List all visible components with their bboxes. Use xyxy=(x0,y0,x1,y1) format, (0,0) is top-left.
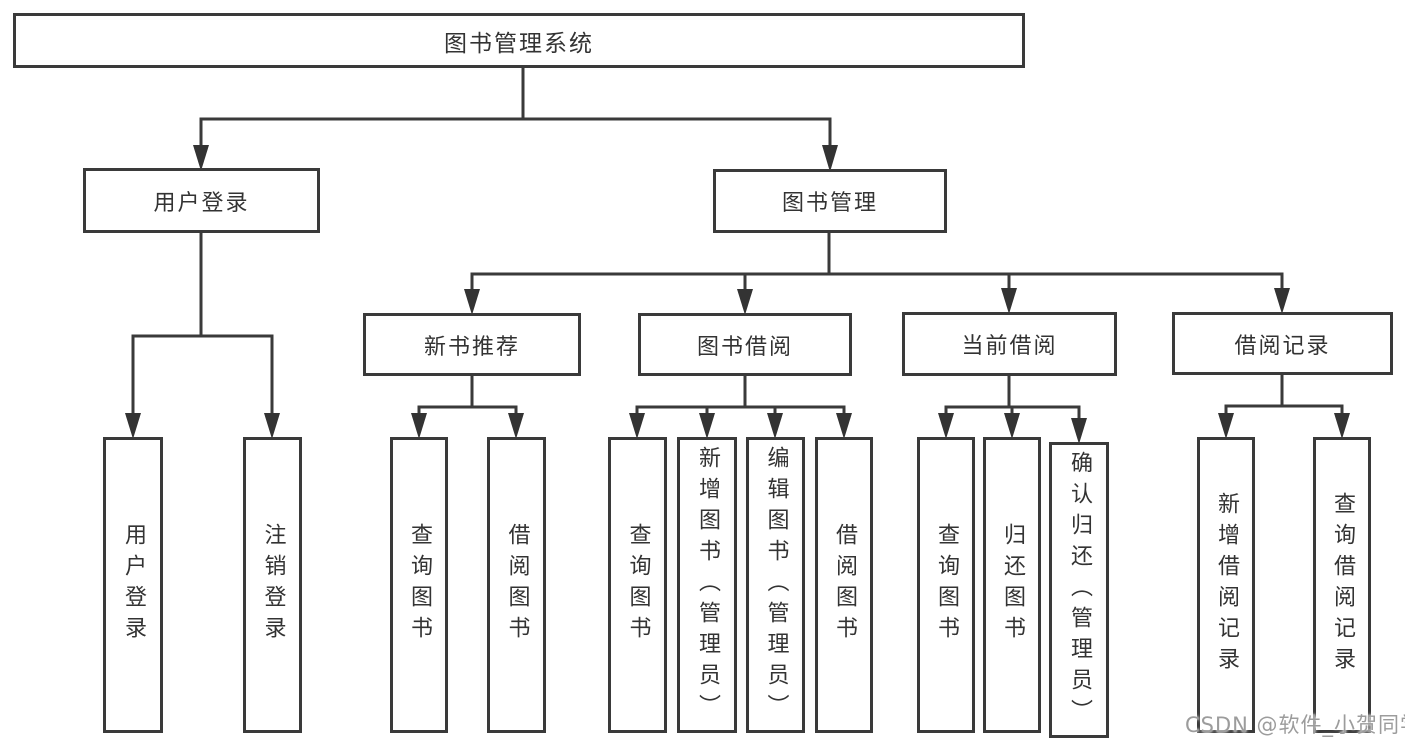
connector-newrec-to-leaves xyxy=(411,374,524,439)
node-label: 图书借阅 xyxy=(696,334,793,360)
leaf-query-books-recommend: 查询图书 xyxy=(390,437,448,733)
leaf-borrow-books: 借阅图书 xyxy=(815,437,873,733)
connector-bookmgmt-to-modules xyxy=(464,231,1290,315)
connector-current-to-leaves xyxy=(938,374,1087,444)
leaf-add-borrow-record: 新增借阅记录 xyxy=(1197,437,1255,733)
node-label: 图书管理系统 xyxy=(444,30,594,57)
node-label: 图书管理 xyxy=(781,191,878,216)
leaf-label: 新增图书（管理员） xyxy=(695,445,720,725)
node-label: 借阅记录 xyxy=(1234,333,1331,359)
leaf-query-books-borrow: 查询图书 xyxy=(608,437,667,733)
node-library-management-system: 图书管理系统 xyxy=(13,13,1025,68)
leaf-borrow-books-recommend: 借阅图书 xyxy=(487,437,546,733)
leaf-query-books-current: 查询图书 xyxy=(917,437,975,733)
leaf-label: 归还图书 xyxy=(1000,523,1025,647)
connector-root-to-branches xyxy=(193,66,838,172)
node-book-management: 图书管理 xyxy=(713,169,947,233)
leaf-label: 确认归还（管理员） xyxy=(1067,450,1092,730)
connector-borrow-to-leaves xyxy=(629,374,852,439)
leaf-label: 查询图书 xyxy=(407,523,432,647)
node-user-login: 用户登录 xyxy=(83,168,320,233)
leaf-return-books: 归还图书 xyxy=(983,437,1041,733)
leaf-label: 查询借阅记录 xyxy=(1330,492,1355,678)
leaf-label: 借阅图书 xyxy=(832,523,857,647)
node-label: 用户登录 xyxy=(153,190,250,216)
leaf-user-login: 用户登录 xyxy=(103,437,163,733)
node-borrow-records: 借阅记录 xyxy=(1172,312,1393,375)
node-label: 新书推荐 xyxy=(423,334,520,360)
leaf-label: 查询图书 xyxy=(934,523,959,647)
csdn-watermark: CSDN @软件_小贺同学 xyxy=(1185,713,1405,737)
leaf-edit-books-admin: 编辑图书（管理员） xyxy=(746,437,805,733)
leaf-label: 注销登录 xyxy=(260,523,286,647)
leaf-label: 用户登录 xyxy=(121,523,146,647)
leaf-logout: 注销登录 xyxy=(243,437,302,733)
node-label: 当前借阅 xyxy=(961,334,1058,359)
connector-userlogin-to-leaves xyxy=(125,231,280,439)
leaf-label: 借阅图书 xyxy=(504,523,530,647)
leaf-label: 新增借阅记录 xyxy=(1214,492,1239,678)
node-book-borrow: 图书借阅 xyxy=(638,313,852,376)
connector-records-to-leaves xyxy=(1218,373,1350,439)
leaf-add-books-admin: 新增图书（管理员） xyxy=(677,437,737,733)
leaf-label: 编辑图书（管理员） xyxy=(763,445,789,725)
node-new-book-recommend: 新书推荐 xyxy=(363,313,581,376)
node-current-borrow: 当前借阅 xyxy=(902,312,1117,376)
leaf-label: 查询图书 xyxy=(625,523,651,647)
leaf-confirm-return-admin: 确认归还（管理员） xyxy=(1049,442,1109,738)
leaf-query-borrow-record: 查询借阅记录 xyxy=(1313,437,1371,733)
